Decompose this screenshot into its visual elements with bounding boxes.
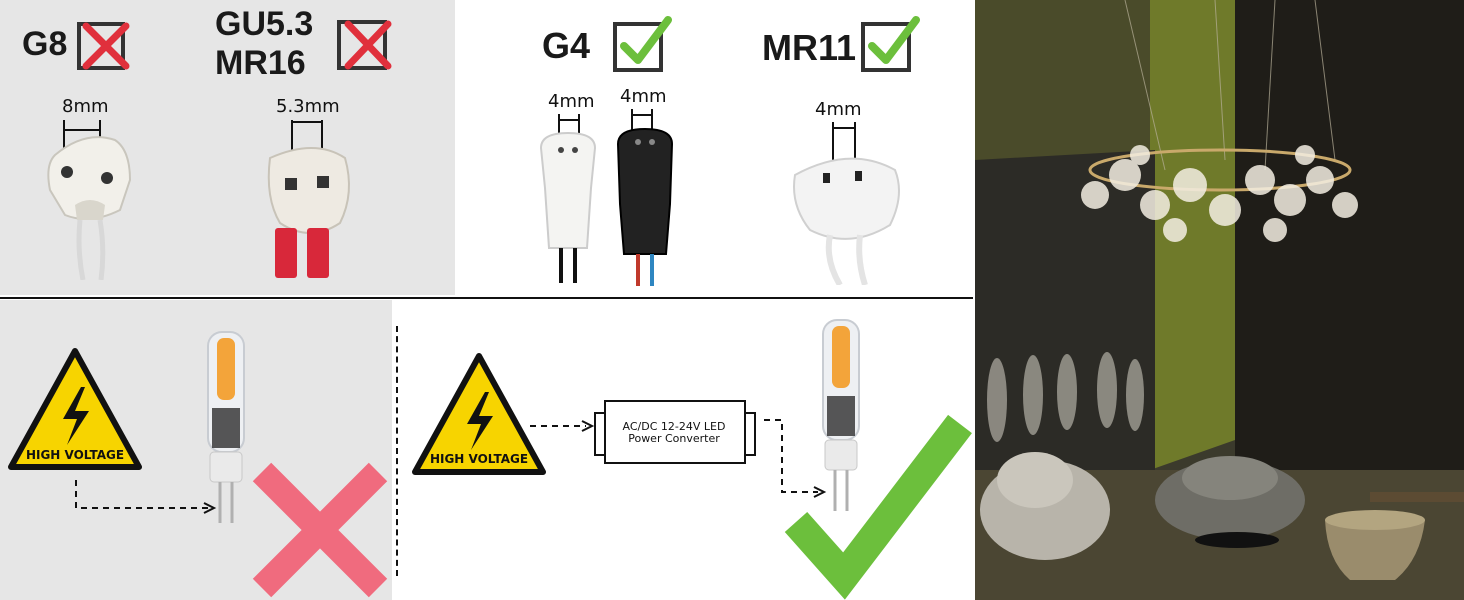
- interior-chandelier-photo: [975, 0, 1464, 600]
- gu53-socket-image: [267, 147, 350, 278]
- warning-label-wrong: HIGH VOLTAGE: [25, 448, 125, 462]
- mr16-label: MR16: [215, 44, 306, 82]
- gu53-label: GU5.3: [215, 5, 314, 43]
- dashed-arrow: [75, 480, 217, 514]
- g8-label: G8: [22, 25, 68, 63]
- g4-led-bulb-image: [822, 319, 860, 511]
- high-voltage-warning-icon: [8, 348, 142, 470]
- g8-socket-image: [47, 136, 132, 280]
- g4-white-socket-image: [539, 131, 597, 283]
- mr11-socket-image: [793, 157, 900, 285]
- warning-label-right: HIGH VOLTAGE: [429, 452, 529, 466]
- g4-label: G4: [542, 25, 591, 66]
- cross-checkbox-icon: [77, 22, 130, 70]
- g4-led-bulb-image: [207, 331, 245, 523]
- mr11-label: MR11: [762, 27, 857, 68]
- g4-black-dimension: 4mm: [620, 86, 667, 107]
- power-converter-box: AC/DC 12-24V LED Power Converter: [594, 400, 764, 464]
- converter-label-line1: AC/DC 12-24V LED: [622, 420, 726, 433]
- converter-label-line2: Power Converter: [628, 432, 720, 445]
- gu53-dimension: 5.3mm: [276, 96, 340, 117]
- cross-checkbox-icon: [337, 20, 392, 70]
- big-check-icon: [784, 414, 972, 600]
- dashed-arrow: [530, 420, 595, 432]
- section-divider: [0, 297, 973, 299]
- check-checkbox-icon: [613, 16, 672, 72]
- g8-dimension: 8mm: [62, 96, 109, 117]
- dashed-arrow: [764, 419, 827, 498]
- dashed-divider: [396, 326, 398, 576]
- mr11-dimension: 4mm: [815, 99, 862, 120]
- g4-white-dimension: 4mm: [548, 91, 595, 112]
- high-voltage-warning-icon: [412, 353, 546, 475]
- g4-black-socket-image: [616, 127, 674, 286]
- big-cross-icon: [252, 462, 388, 598]
- check-checkbox-icon: [861, 16, 920, 72]
